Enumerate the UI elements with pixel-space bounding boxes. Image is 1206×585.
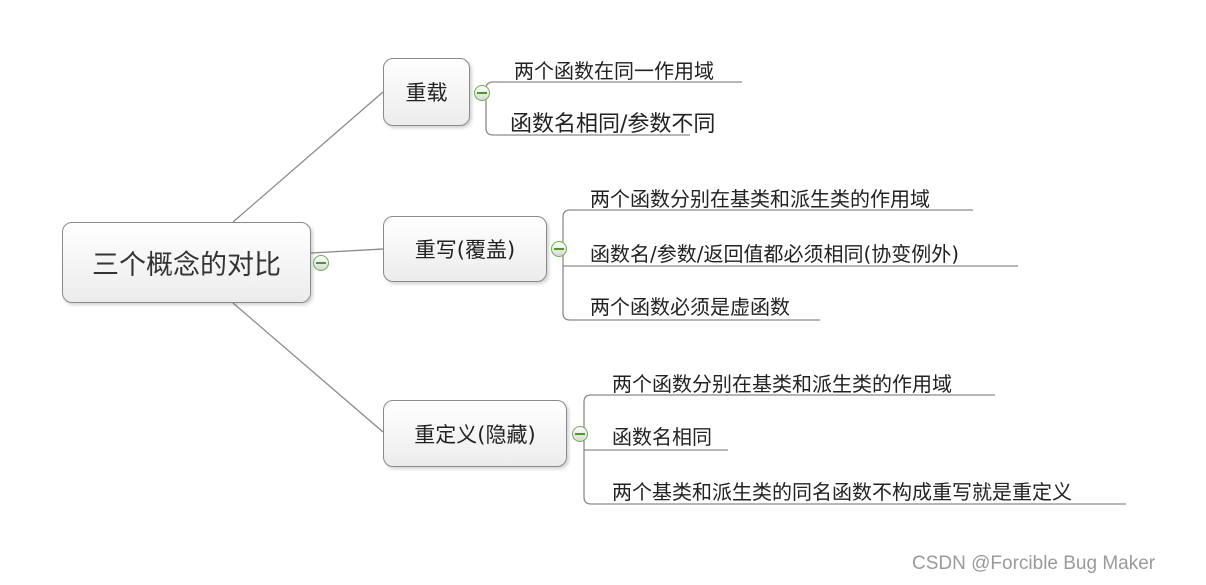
node-overload[interactable]: 重载 <box>383 58 470 126</box>
leaf-topic[interactable]: 两个基类和派生类的同名函数不构成重写就是重定义 <box>612 480 1072 504</box>
collapse-icon[interactable] <box>474 85 490 101</box>
leaf-topic[interactable]: 两个函数分别在基类和派生类的作用域 <box>612 372 952 396</box>
leaf-topic[interactable]: 函数名相同/参数不同 <box>510 112 716 137</box>
root-node[interactable]: 三个概念的对比 <box>62 222 311 303</box>
collapse-icon[interactable] <box>313 255 329 271</box>
leaf-topic[interactable]: 两个函数分别在基类和派生类的作用域 <box>590 187 930 211</box>
leaf-topic[interactable]: 函数名相同 <box>612 425 712 449</box>
collapse-icon[interactable] <box>572 426 588 442</box>
leaf-topic[interactable]: 两个函数必须是虚函数 <box>590 295 790 319</box>
connector-root-redefine <box>232 302 384 433</box>
node-label: 重载 <box>405 81 448 105</box>
bracket-override <box>562 209 1018 321</box>
connector-root-override <box>310 248 384 254</box>
node-label: 重定义(隐藏) <box>414 422 536 447</box>
bracket-overload <box>485 81 742 136</box>
collapse-icon[interactable] <box>551 241 567 257</box>
watermark: CSDN @Forcible Bug Maker <box>912 553 1156 574</box>
leaf-topic[interactable]: 两个函数在同一作用域 <box>514 59 714 83</box>
root-label: 三个概念的对比 <box>92 250 281 281</box>
node-override[interactable]: 重写(覆盖) <box>383 216 547 282</box>
leaf-topic[interactable]: 函数名/参数/返回值都必须相同(协变例外) <box>590 242 960 266</box>
node-redefine[interactable]: 重定义(隐藏) <box>383 400 567 467</box>
connector-root-overload <box>232 91 384 223</box>
node-label: 重写(覆盖) <box>414 238 516 262</box>
bracket-redefine <box>583 394 1126 505</box>
